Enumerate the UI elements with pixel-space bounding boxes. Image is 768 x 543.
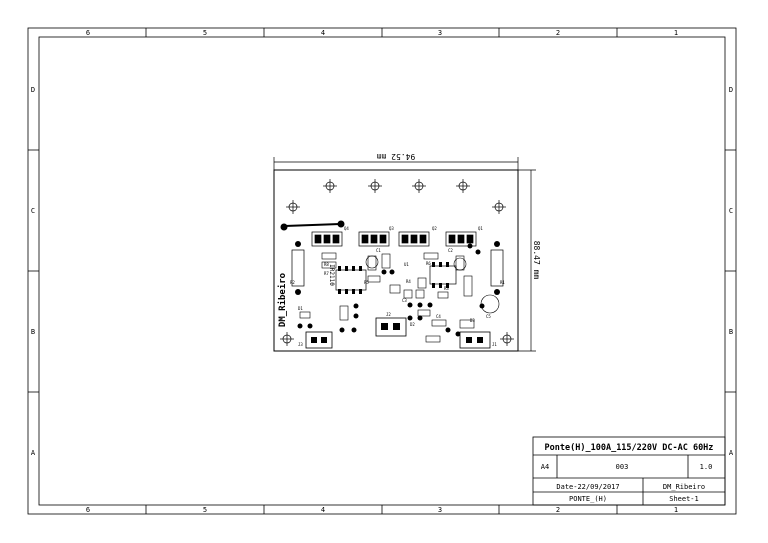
resistor-footprint	[490, 249, 504, 287]
connector-j2	[375, 317, 407, 337]
pcb-trace	[284, 223, 341, 227]
col-label-bottom: 2	[556, 506, 560, 514]
title-block-number: 003	[616, 463, 629, 471]
small-components	[299, 252, 500, 343]
col-label-bottom: 6	[86, 506, 90, 514]
small-pads	[297, 243, 485, 337]
pcb-pad	[337, 220, 345, 228]
silk-label: C4	[436, 314, 441, 319]
title-block-author: DM_Ribeiro	[663, 483, 705, 491]
col-label-bottom: 1	[674, 506, 678, 514]
pcb-board: 94.52 mm 88.47 mm	[273, 152, 541, 352]
silk-label: R3	[444, 286, 449, 291]
mounting-marks	[280, 179, 514, 346]
silk-label: D1	[298, 306, 303, 311]
pcb-pad	[494, 241, 500, 247]
title-block-title: Ponte(H)_100A_115/220V DC-AC 60Hz	[545, 443, 714, 453]
dimension-width	[273, 157, 519, 170]
silk-label: C5	[486, 314, 491, 319]
title-block-size: A4	[541, 463, 549, 471]
row-label-right: C	[729, 207, 733, 215]
pcb-pad	[494, 289, 500, 295]
silk-label: R1	[500, 280, 505, 285]
col-label-top: 1	[674, 29, 678, 37]
dimension-height-label: 88.47 mm	[532, 241, 541, 280]
col-label-top: 5	[203, 29, 207, 37]
silk-label: R5	[364, 280, 369, 285]
silk-label: Q4	[344, 226, 349, 231]
silk-label: Q1	[478, 226, 483, 231]
transistor-footprints	[311, 231, 477, 247]
row-label-right: D	[729, 86, 733, 94]
col-label-top: 2	[556, 29, 560, 37]
title-block-revision: 1.0	[700, 463, 713, 471]
title-block-doc-name: PONTE_(H)	[569, 495, 607, 503]
dimension-width-label: 94.52 mm	[377, 152, 416, 161]
title-block-sheet: Sheet-1	[669, 495, 699, 503]
title-block-date: Date-22/09/2017	[556, 483, 619, 491]
silk-label: R4	[406, 279, 411, 284]
col-label-bottom: 3	[438, 506, 442, 514]
row-label-left: A	[31, 449, 36, 457]
silk-label: J1	[492, 342, 497, 347]
row-label-right: A	[729, 449, 734, 457]
col-label-bottom: 4	[321, 506, 325, 514]
connector-j1	[459, 331, 491, 349]
col-label-top: 4	[321, 29, 325, 37]
silk-label: D2	[410, 322, 415, 327]
silk-label: D3	[470, 318, 475, 323]
silk-label: U1	[404, 262, 409, 267]
col-label-top: 3	[438, 29, 442, 37]
row-label-left: C	[31, 207, 35, 215]
pcb-pad	[295, 241, 301, 247]
col-label-bottom: 5	[203, 506, 207, 514]
row-label-right: B	[729, 328, 733, 336]
silk-label: R8	[324, 262, 329, 267]
row-label-left: D	[31, 86, 35, 94]
silk-label: Q3	[389, 226, 394, 231]
resistor-footprint	[291, 249, 305, 287]
dimension-height	[518, 169, 536, 352]
silk-label: C1	[376, 248, 381, 253]
row-label-left: B	[31, 328, 35, 336]
silk-label: J2	[386, 312, 391, 317]
col-label-top: 6	[86, 29, 90, 37]
silk-name: DM_Ribeiro	[277, 273, 288, 327]
pcb-pad	[295, 289, 301, 295]
silk-label: R7	[324, 271, 329, 276]
silk-label: C3	[402, 298, 407, 303]
title-block	[532, 436, 726, 506]
silk-label: J3	[298, 342, 303, 347]
silk-part: IR2110	[328, 264, 335, 286]
column-dividers	[145, 28, 618, 514]
pcb-pad	[280, 223, 288, 231]
connector-j3	[305, 331, 333, 349]
silk-label: R2	[290, 280, 295, 285]
silk-label: R6	[426, 261, 431, 266]
silk-label: Q2	[432, 226, 437, 231]
row-dividers	[28, 149, 736, 393]
ic-footprint	[429, 262, 457, 288]
silk-label: C2	[448, 248, 453, 253]
ic-footprint	[335, 266, 367, 294]
